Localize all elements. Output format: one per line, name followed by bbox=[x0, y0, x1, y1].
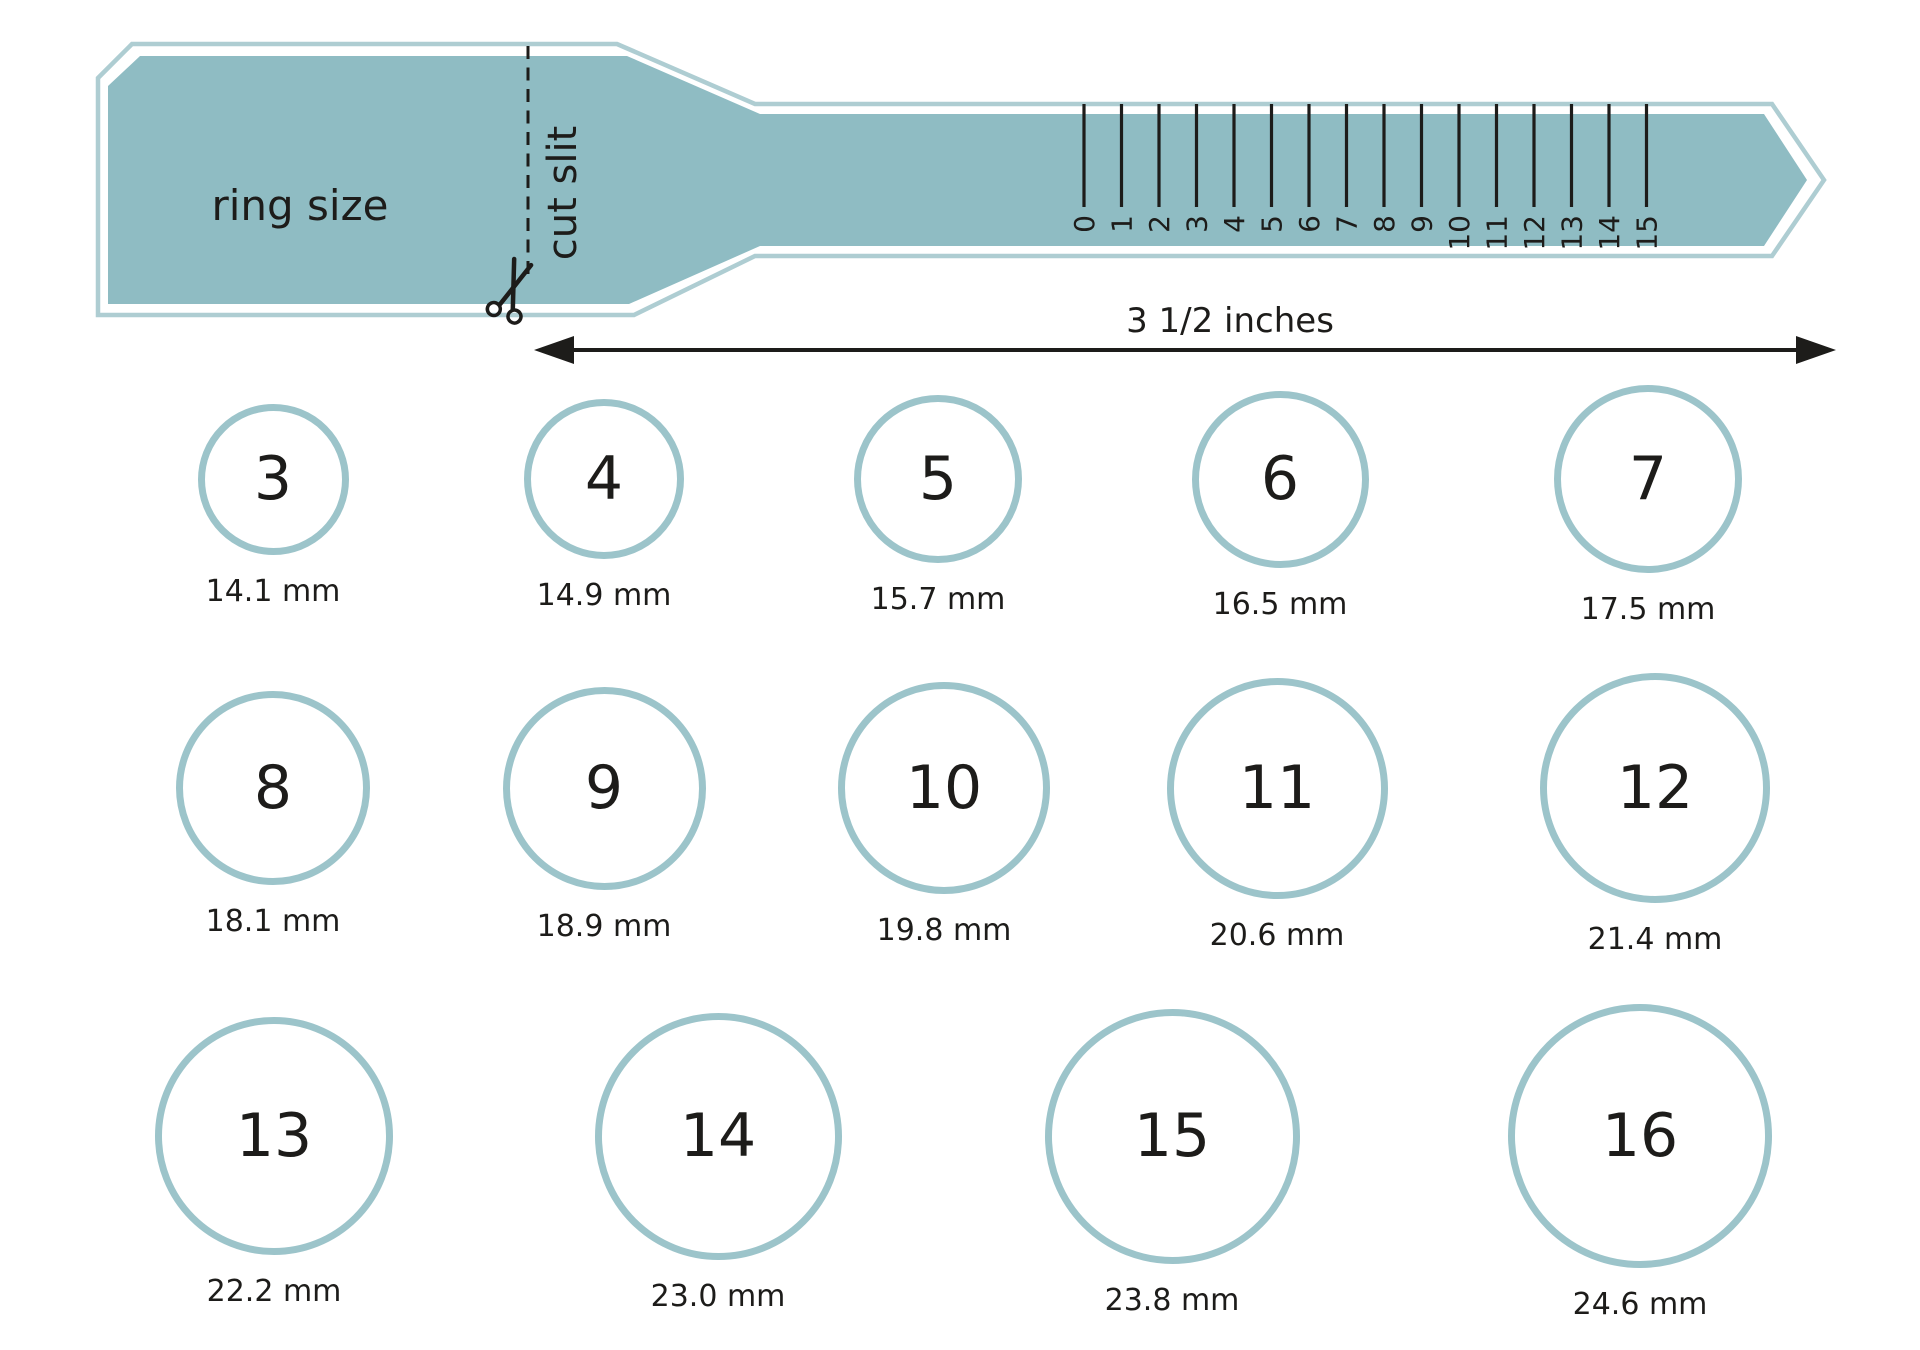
ring-size-number: 7 bbox=[1628, 444, 1668, 514]
ring-mm-label: 18.9 mm bbox=[536, 908, 672, 944]
ruler-tick-label: 1 bbox=[1106, 215, 1139, 233]
ring-circle-4: 4 bbox=[524, 399, 684, 559]
ruler-tick-label: 11 bbox=[1481, 215, 1514, 251]
ring-circle-13: 13 bbox=[155, 1017, 393, 1255]
ring-size-number: 11 bbox=[1238, 753, 1316, 823]
ruler-fill bbox=[108, 56, 1807, 304]
ruler-tick-label: 2 bbox=[1143, 215, 1176, 233]
ring-size-number: 15 bbox=[1133, 1101, 1211, 1171]
ruler-tick-label: 0 bbox=[1068, 215, 1101, 233]
ring-circle-8: 8 bbox=[176, 691, 370, 885]
ruler-tick-label: 10 bbox=[1443, 215, 1476, 251]
ruler-tick-label: 7 bbox=[1331, 215, 1364, 233]
ring-size-number: 3 bbox=[253, 444, 293, 514]
ring-mm-label: 17.5 mm bbox=[1580, 592, 1716, 627]
ring-size-number: 6 bbox=[1260, 444, 1300, 514]
ring-size-number: 4 bbox=[584, 444, 624, 514]
ring-circle-5: 5 bbox=[854, 395, 1022, 563]
arrowhead-left-icon bbox=[534, 336, 574, 364]
ring-mm-label: 14.1 mm bbox=[205, 573, 341, 609]
ring-mm-label: 23.0 mm bbox=[650, 1278, 786, 1314]
ruler-tick-label: 3 bbox=[1181, 215, 1214, 233]
ring-mm-label: 22.2 mm bbox=[206, 1274, 342, 1309]
ring-mm-label: 14.9 mm bbox=[536, 578, 672, 613]
ring-circle-15: 15 bbox=[1044, 1008, 1300, 1264]
ring-mm-label: 18.1 mm bbox=[205, 904, 341, 939]
ring-mm-label: 20.6 mm bbox=[1209, 917, 1345, 953]
ring-size-number: 12 bbox=[1616, 753, 1694, 823]
ring-circle-7: 7 bbox=[1554, 385, 1742, 573]
ring-mm-label: 24.6 mm bbox=[1572, 1287, 1708, 1322]
length-arrow bbox=[534, 336, 1836, 364]
ruler-tick-label: 15 bbox=[1631, 215, 1664, 251]
ruler-tick-label: 8 bbox=[1368, 215, 1401, 233]
ring-circle-6: 6 bbox=[1191, 390, 1369, 568]
ring-size-number: 8 bbox=[253, 753, 293, 823]
ring-size-number: 13 bbox=[235, 1101, 313, 1171]
ring-circle-12: 12 bbox=[1540, 673, 1770, 903]
ring-circle-9: 9 bbox=[502, 686, 706, 890]
ring-circle-3: 3 bbox=[197, 403, 349, 555]
ruler-tick-label: 14 bbox=[1593, 215, 1626, 251]
ring-size-number: 5 bbox=[918, 444, 958, 514]
ring-size-number: 10 bbox=[905, 753, 983, 823]
ring-size-number: 9 bbox=[584, 753, 624, 823]
cut-slit-label: cut slit bbox=[540, 126, 586, 261]
ring-mm-label: 15.7 mm bbox=[870, 582, 1006, 617]
ruler-tick-label: 13 bbox=[1556, 215, 1589, 251]
ring-mm-label: 21.4 mm bbox=[1587, 922, 1723, 957]
ruler-tick-label: 6 bbox=[1293, 215, 1326, 233]
scissors-icon bbox=[485, 256, 534, 325]
ruler-tick-label: 9 bbox=[1406, 215, 1439, 233]
ruler-tick-label: 5 bbox=[1256, 215, 1289, 233]
ring-mm-label: 16.5 mm bbox=[1212, 586, 1348, 622]
ring-circle-14: 14 bbox=[594, 1012, 842, 1260]
ring-size-number: 16 bbox=[1601, 1101, 1679, 1171]
length-label: 3 1/2 inches bbox=[1126, 301, 1334, 341]
ruler-tick-label: 12 bbox=[1518, 215, 1551, 251]
arrowhead-right-icon bbox=[1796, 336, 1836, 364]
ring-circle-11: 11 bbox=[1166, 677, 1388, 899]
ruler-tick-label: 4 bbox=[1218, 215, 1251, 233]
ring-size-number: 14 bbox=[679, 1101, 757, 1171]
ruler-title: ring size bbox=[211, 181, 388, 230]
ring-mm-label: 23.8 mm bbox=[1104, 1282, 1240, 1318]
ring-circle-16: 16 bbox=[1508, 1004, 1772, 1268]
ring-circle-10: 10 bbox=[838, 682, 1050, 894]
ring-mm-label: 19.8 mm bbox=[876, 913, 1012, 948]
